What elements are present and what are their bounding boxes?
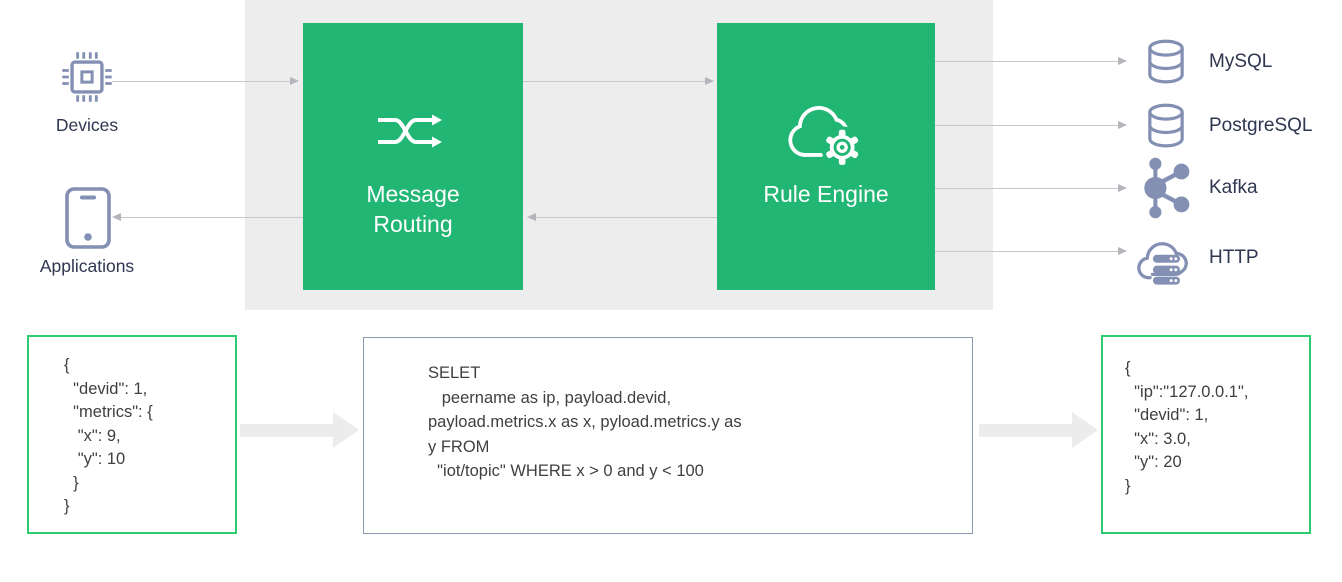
database-icon <box>1137 102 1195 150</box>
database-icon <box>1137 38 1195 86</box>
rule-engine-node: Rule Engine <box>717 23 935 290</box>
cloud-gear-icon <box>717 95 935 173</box>
sink-http: HTTP <box>1137 229 1259 287</box>
sink-kafka: Kafka <box>1137 157 1258 219</box>
shuffle-icon <box>303 111 523 151</box>
kafka-label: Kafka <box>1209 177 1258 198</box>
rule-sql-box: SELET peername as ip, payload.devid, pay… <box>363 337 973 534</box>
input-message-box: { "devid": 1, "metrics": { "x": 9, "y": … <box>27 335 237 534</box>
output-message-box: { "ip":"127.0.0.1", "devid": 1, "x": 3.0… <box>1101 335 1311 534</box>
rule-sql-text: SELET peername as ip, payload.devid, pay… <box>428 364 742 480</box>
postgresql-label: PostgreSQL <box>1209 115 1313 136</box>
arrow-rule-engine-to-routing <box>527 212 717 221</box>
rule-engine-label: Rule Engine <box>763 181 889 207</box>
flow-arrow-sql-to-output <box>979 412 1098 448</box>
arrow-to-postgresql <box>935 120 1127 129</box>
chip-icon <box>59 49 115 105</box>
arrow-to-mysql <box>935 56 1127 65</box>
message-routing-label: Message Routing <box>366 181 460 237</box>
arrow-routing-to-applications <box>112 212 303 221</box>
sink-mysql: MySQL <box>1137 39 1273 84</box>
arrow-to-kafka <box>935 183 1127 192</box>
http-label: HTTP <box>1209 247 1259 268</box>
arrow-devices-to-routing <box>112 76 299 85</box>
mysql-label: MySQL <box>1209 51 1273 72</box>
input-message-json: { "devid": 1, "metrics": { "x": 9, "y": … <box>64 356 153 515</box>
kafka-share-icon <box>1137 156 1195 220</box>
flow-arrow-input-to-sql <box>240 412 359 448</box>
message-routing-node: Message Routing <box>303 23 523 290</box>
sink-postgresql: PostgreSQL <box>1137 103 1313 148</box>
output-message-json: { "ip":"127.0.0.1", "devid": 1, "x": 3.0… <box>1125 359 1249 495</box>
arrow-to-http <box>935 246 1127 255</box>
applications-label: Applications <box>39 256 135 276</box>
cloud-server-icon <box>1137 229 1195 287</box>
devices-label: Devices <box>55 115 119 135</box>
arrow-routing-to-rule-engine <box>523 76 714 85</box>
smartphone-icon <box>64 186 112 250</box>
